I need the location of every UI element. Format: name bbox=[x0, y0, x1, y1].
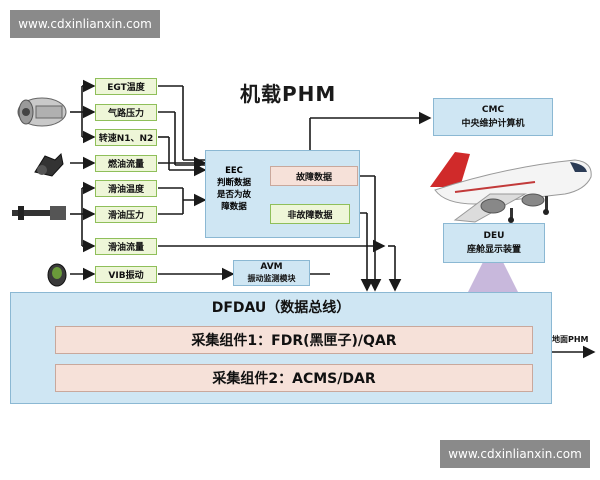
sensor-oil-flow: 滑油流量 bbox=[95, 238, 157, 255]
avm-box: AVM 振动监测模块 bbox=[233, 260, 310, 286]
sensor-egt: EGT温度 bbox=[95, 78, 157, 95]
cmc-box: CMC 中央维护计算机 bbox=[433, 98, 553, 136]
sensor-oil-pressure: 滑油压力 bbox=[95, 206, 157, 223]
dfdau-title: DFDAU（数据总线） bbox=[211, 300, 351, 316]
eec-line2: 是否为故 bbox=[216, 190, 251, 200]
fuel-pump-icon bbox=[34, 152, 64, 177]
diagram-title: 机载PHM bbox=[240, 82, 337, 106]
sensor-oil-temp: 滑油温度 bbox=[95, 180, 157, 197]
oil-sensor-icon bbox=[12, 206, 66, 220]
eec-label: EEC 判断数据 是否为故 障数据 bbox=[208, 165, 260, 213]
watermark-top: www.cdxinlianxin.com bbox=[10, 10, 160, 38]
eec-nonfault-data: 非故障数据 bbox=[270, 204, 350, 224]
sensor-fuel-flow: 燃油流量 bbox=[95, 155, 157, 172]
avm-subtitle: 振动监测模块 bbox=[247, 274, 296, 283]
eec-line3: 障数据 bbox=[221, 202, 247, 212]
dfdau-component-2: 采集组件2：ACMS/DAR bbox=[55, 364, 533, 392]
ground-phm-label: 地面PHM bbox=[552, 335, 589, 344]
avm-title: AVM bbox=[260, 262, 283, 272]
eec-fault-data: 故障数据 bbox=[270, 166, 358, 186]
cmc-subtitle: 中央维护计算机 bbox=[461, 119, 525, 129]
eec-title: EEC bbox=[225, 166, 243, 176]
deu-subtitle: 座舱显示装置 bbox=[466, 245, 521, 255]
eec-line1: 判断数据 bbox=[216, 178, 251, 188]
airplane-icon bbox=[430, 152, 592, 223]
deu-title: DEU bbox=[483, 231, 505, 241]
sensor-vib: VIB振动 bbox=[95, 266, 157, 283]
watermark-bottom: www.cdxinlianxin.com bbox=[440, 440, 590, 468]
sensor-speed: 转速N1、N2 bbox=[95, 129, 157, 146]
engine-icon bbox=[17, 97, 67, 127]
vibration-sensor-icon bbox=[47, 263, 67, 287]
deu-box: DEU 座舱显示装置 bbox=[443, 223, 545, 263]
sensor-air-pressure: 气路压力 bbox=[95, 104, 157, 121]
cmc-title: CMC bbox=[481, 105, 505, 115]
dfdau-component-1: 采集组件1：FDR(黑匣子)/QAR bbox=[55, 326, 533, 354]
